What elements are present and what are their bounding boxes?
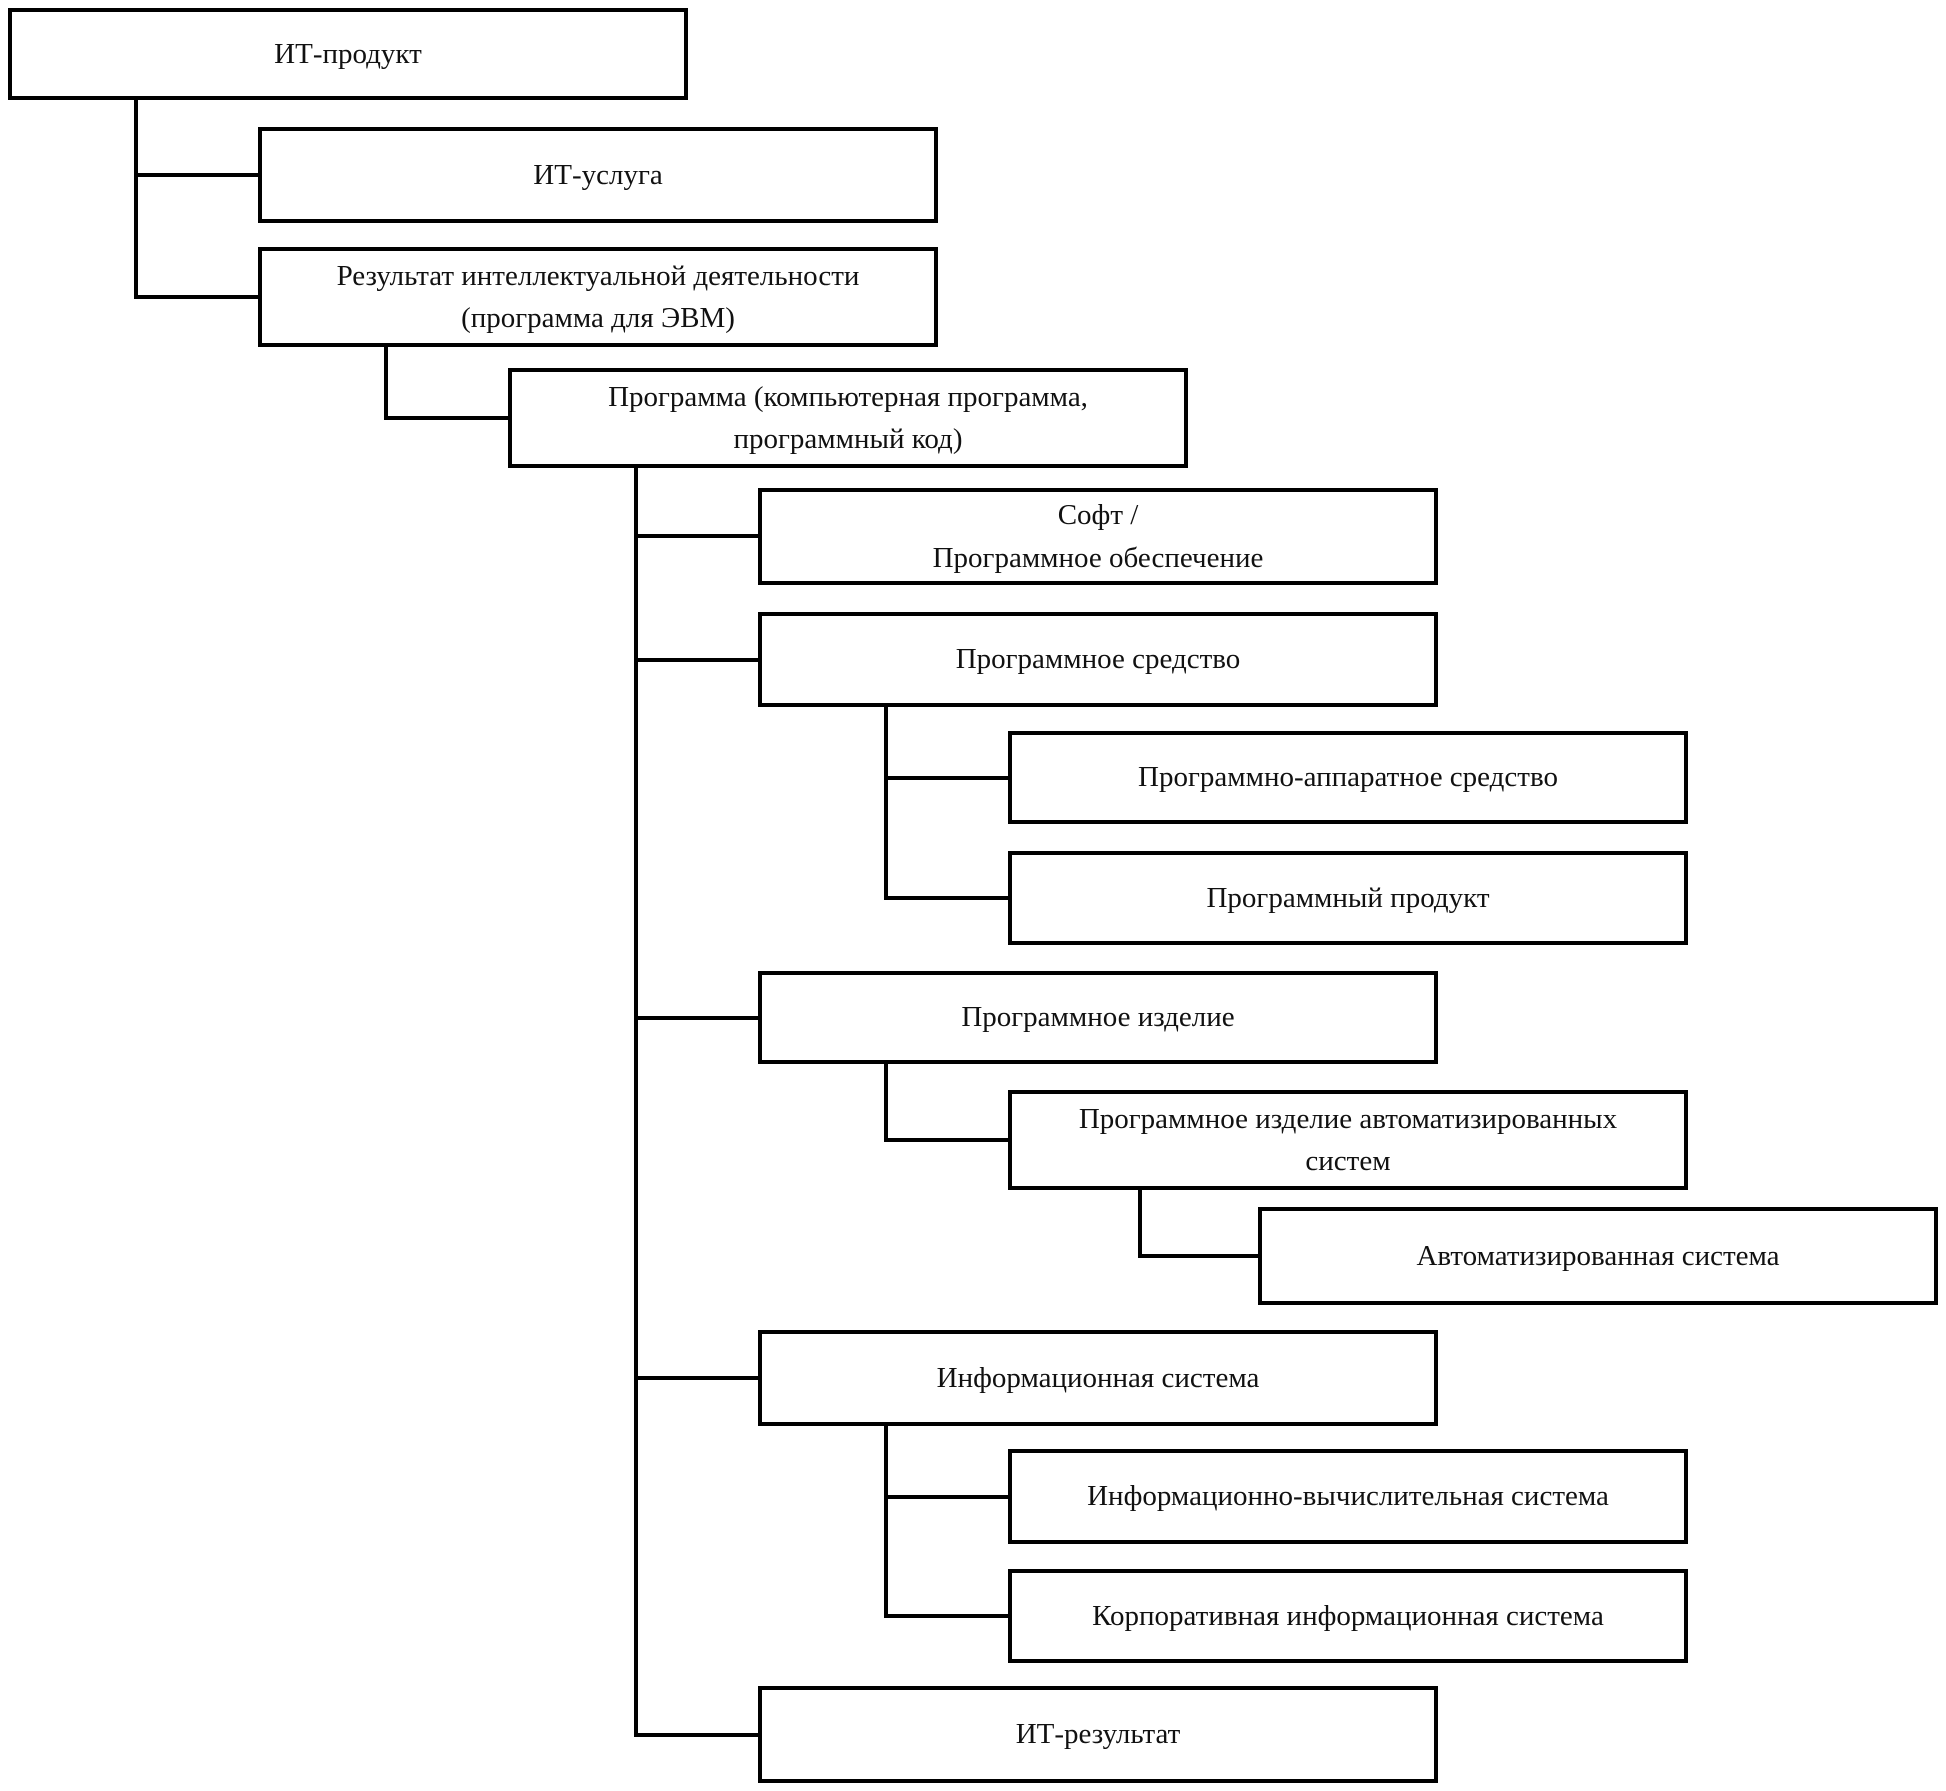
connector-line bbox=[884, 1138, 1008, 1142]
connector-line bbox=[634, 1016, 758, 1020]
connector-line bbox=[884, 1614, 1008, 1618]
connector-line bbox=[134, 100, 138, 299]
connector-line bbox=[884, 1426, 888, 1618]
connector-line bbox=[634, 534, 758, 538]
node-program-tool: Программное средство bbox=[758, 612, 1438, 707]
connector-line bbox=[884, 1495, 1008, 1499]
node-it-result: ИТ-результат bbox=[758, 1686, 1438, 1783]
node-corporate-info-system: Корпоративная информационная система bbox=[1008, 1569, 1688, 1663]
connector-line bbox=[884, 776, 1008, 780]
node-program-item-as: Программное изделие автоматизированных с… bbox=[1008, 1090, 1688, 1190]
node-automated-system: Автоматизированная система bbox=[1258, 1207, 1938, 1305]
node-intellectual-result: Результат интеллектуальной деятельности … bbox=[258, 247, 938, 347]
node-hardware-software-tool: Программно-аппаратное средство bbox=[1008, 731, 1688, 824]
connector-line bbox=[134, 173, 258, 177]
node-it-product: ИТ-продукт bbox=[8, 8, 688, 100]
node-program-product: Программный продукт bbox=[1008, 851, 1688, 945]
node-program-item: Программное изделие bbox=[758, 971, 1438, 1064]
node-info-computing-system: Информационно-вычислительная система bbox=[1008, 1449, 1688, 1544]
connector-line bbox=[634, 658, 758, 662]
node-it-service: ИТ-услуга bbox=[258, 127, 938, 223]
connector-line bbox=[634, 1733, 758, 1737]
connector-line bbox=[1138, 1190, 1142, 1258]
node-program: Программа (компьютерная программа, прогр… bbox=[508, 368, 1188, 468]
connector-line bbox=[884, 707, 888, 900]
connector-line bbox=[1138, 1254, 1258, 1258]
node-information-system: Информационная система bbox=[758, 1330, 1438, 1426]
connector-line bbox=[384, 416, 508, 420]
connector-line bbox=[884, 1064, 888, 1142]
connector-line bbox=[634, 468, 638, 1737]
connector-line bbox=[384, 347, 388, 420]
connector-line bbox=[134, 295, 258, 299]
connector-line bbox=[884, 896, 1008, 900]
connector-line bbox=[634, 1376, 758, 1380]
node-software: Софт / Программное обеспечение bbox=[758, 488, 1438, 585]
